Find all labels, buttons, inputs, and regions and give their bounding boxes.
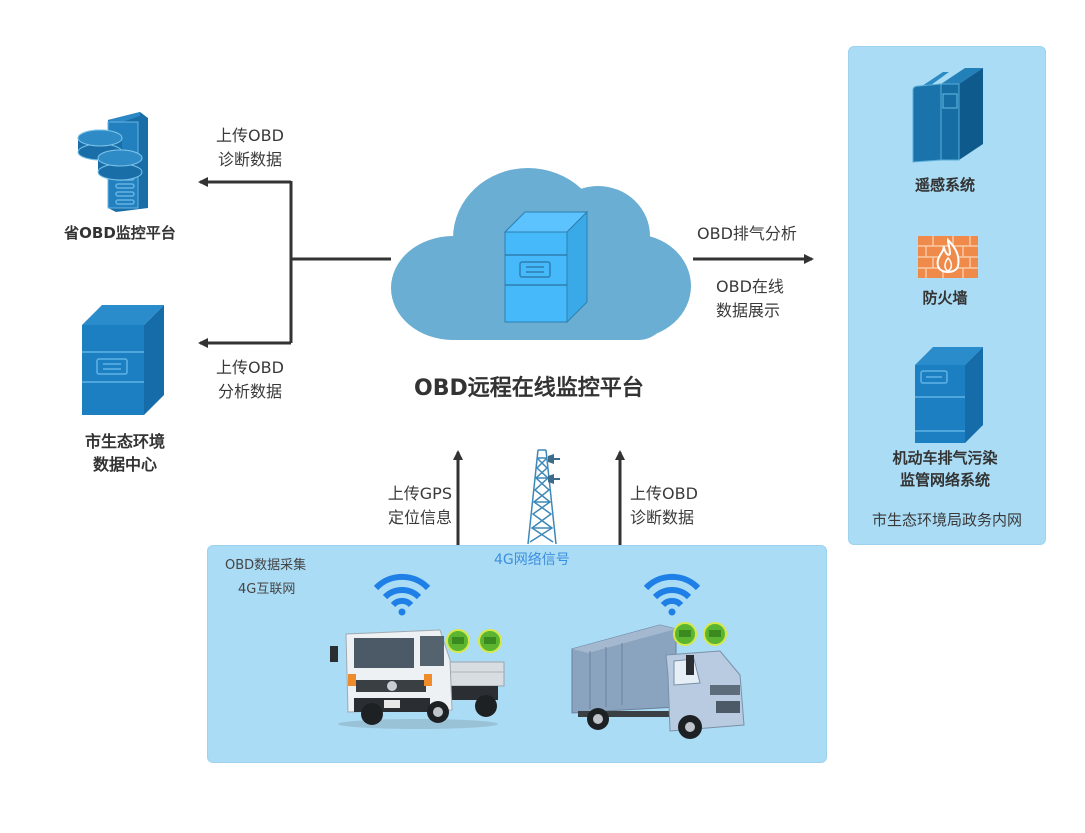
intranet-panel-caption: 市生态环境局政务内网 bbox=[871, 511, 1022, 529]
city-datacenter-label: 市生态环境 数据中心 bbox=[60, 430, 190, 476]
edge-label-line1: 上传OBD bbox=[630, 484, 698, 503]
remote-sensing-label: 遥感系统 bbox=[914, 176, 975, 194]
emission-badge-icon bbox=[703, 622, 727, 646]
edge-label-obd-upload: 上传OBD 诊断数据 bbox=[630, 482, 720, 530]
emission-badge-icon bbox=[673, 622, 697, 646]
platform-server-icon bbox=[503, 210, 589, 324]
edge-label-line1: 上传OBD bbox=[216, 358, 284, 377]
edge-label-line1: 上传GPS bbox=[387, 484, 452, 503]
edge-label-line2: 定位信息 bbox=[387, 508, 452, 527]
edge-label-line2: 数据展示 bbox=[716, 301, 781, 320]
edge-label-line2: 诊断数据 bbox=[630, 508, 695, 527]
network-signal-label: 4G网络信号 bbox=[494, 552, 570, 568]
emission-badge-icon bbox=[478, 629, 502, 653]
emission-system-label: 机动车排气污染 监管网络系统 bbox=[870, 447, 1020, 491]
box-truck-image bbox=[571, 624, 745, 739]
edge-label-to-province: 上传OBD 诊断数据 bbox=[200, 124, 300, 172]
emission-badge-icon bbox=[446, 629, 470, 653]
wifi-icon bbox=[643, 573, 701, 616]
firewall-label: 防火墙 bbox=[922, 289, 968, 307]
mainframe-server-icon bbox=[912, 68, 983, 163]
collection-caption-line1: OBD数据采集 bbox=[225, 558, 307, 573]
edge-label-to-datacenter: 上传OBD 分析数据 bbox=[200, 356, 300, 404]
platform-title: OBD远程在线监控平台 bbox=[414, 376, 644, 401]
edge-label-line2: 诊断数据 bbox=[217, 150, 282, 169]
emission-system-line1: 机动车排气污染 bbox=[892, 449, 998, 467]
collection-caption-line2: 4G互联网 bbox=[238, 582, 296, 597]
city-datacenter-line1: 市生态环境 bbox=[84, 432, 165, 451]
edge-label-gps: 上传GPS 定位信息 bbox=[362, 482, 452, 530]
flatbed-truck-image bbox=[330, 629, 505, 729]
city-datacenter-line2: 数据中心 bbox=[92, 455, 157, 474]
cell-tower-icon bbox=[527, 449, 560, 545]
edge-label-line1: 上传OBD bbox=[216, 126, 284, 145]
firewall-icon bbox=[918, 236, 978, 278]
edge-label-line1: OBD在线 bbox=[716, 277, 784, 296]
collection-caption: OBD数据采集 4G互联网 bbox=[225, 554, 335, 602]
wifi-icon bbox=[373, 573, 431, 616]
edge-label-line2: 分析数据 bbox=[217, 382, 282, 401]
province-platform-label: 省OBD监控平台 bbox=[64, 224, 176, 242]
server-icon bbox=[915, 347, 983, 443]
server-icon bbox=[82, 305, 164, 415]
emission-system-line2: 监管网络系统 bbox=[899, 471, 990, 489]
edge-label-exhaust-analysis: OBD排气分析 bbox=[697, 224, 797, 243]
database-server-icon bbox=[77, 112, 148, 212]
edge-label-online-display: OBD在线 数据展示 bbox=[716, 275, 816, 323]
